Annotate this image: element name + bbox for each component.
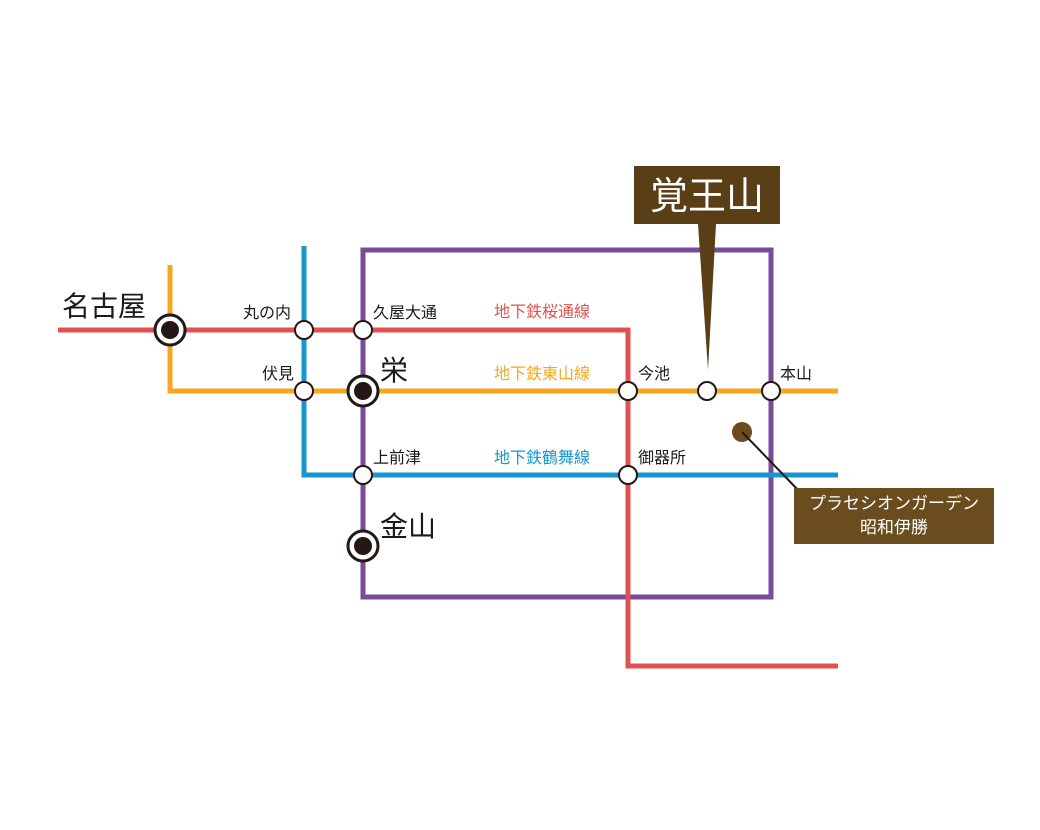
station-marker-gokiso	[618, 465, 638, 485]
property-leader-line	[741, 431, 801, 493]
station-marker-kakuozan	[697, 381, 717, 401]
higashiyama-line	[167, 265, 838, 394]
property-callout: プラセシオンガーデン 昭和伊勝	[794, 488, 994, 544]
station-marker-fushimi	[294, 381, 314, 401]
property-callout-line2: 昭和伊勝	[860, 518, 928, 538]
station-marker-marunouchi	[294, 320, 314, 340]
station-marker-kanayama	[346, 529, 380, 563]
sakuradori-line	[58, 327, 838, 669]
station-label-gokiso: 御器所	[638, 448, 686, 467]
tsurumai-line-label: 地下鉄鶴舞線	[494, 448, 590, 467]
higashiyama-line-label: 地下鉄東山線	[494, 364, 590, 383]
station-label-hisaya-odori: 久屋大通	[373, 303, 437, 322]
station-marker-imaike	[618, 381, 638, 401]
station-label-kanayama: 金山	[380, 510, 436, 543]
property-callout-line1: プラセシオンガーデン	[809, 493, 979, 514]
kakuozan-callout: 覚王山	[634, 166, 780, 370]
station-marker-nagoya	[153, 313, 187, 347]
station-label-marunouchi: 丸の内	[243, 303, 291, 322]
kakuozan-callout-label: 覚王山	[650, 174, 764, 218]
station-label-kamimaezu: 上前津	[373, 448, 421, 467]
station-label-fushimi: 伏見	[262, 364, 294, 383]
station-label-sakae: 栄	[380, 354, 408, 387]
station-marker-kamimaezu	[353, 465, 373, 485]
station-label-motoyama: 本山	[780, 364, 812, 383]
meijo-line-loop	[360, 247, 774, 600]
station-label-imaike: 今池	[638, 364, 670, 383]
station-marker-motoyama	[761, 381, 781, 401]
station-marker-hisaya-odori	[353, 320, 373, 340]
station-label-nagoya: 名古屋	[62, 290, 146, 323]
sakuradori-line-label: 地下鉄桜通線	[494, 302, 590, 321]
station-marker-sakae	[346, 374, 380, 408]
